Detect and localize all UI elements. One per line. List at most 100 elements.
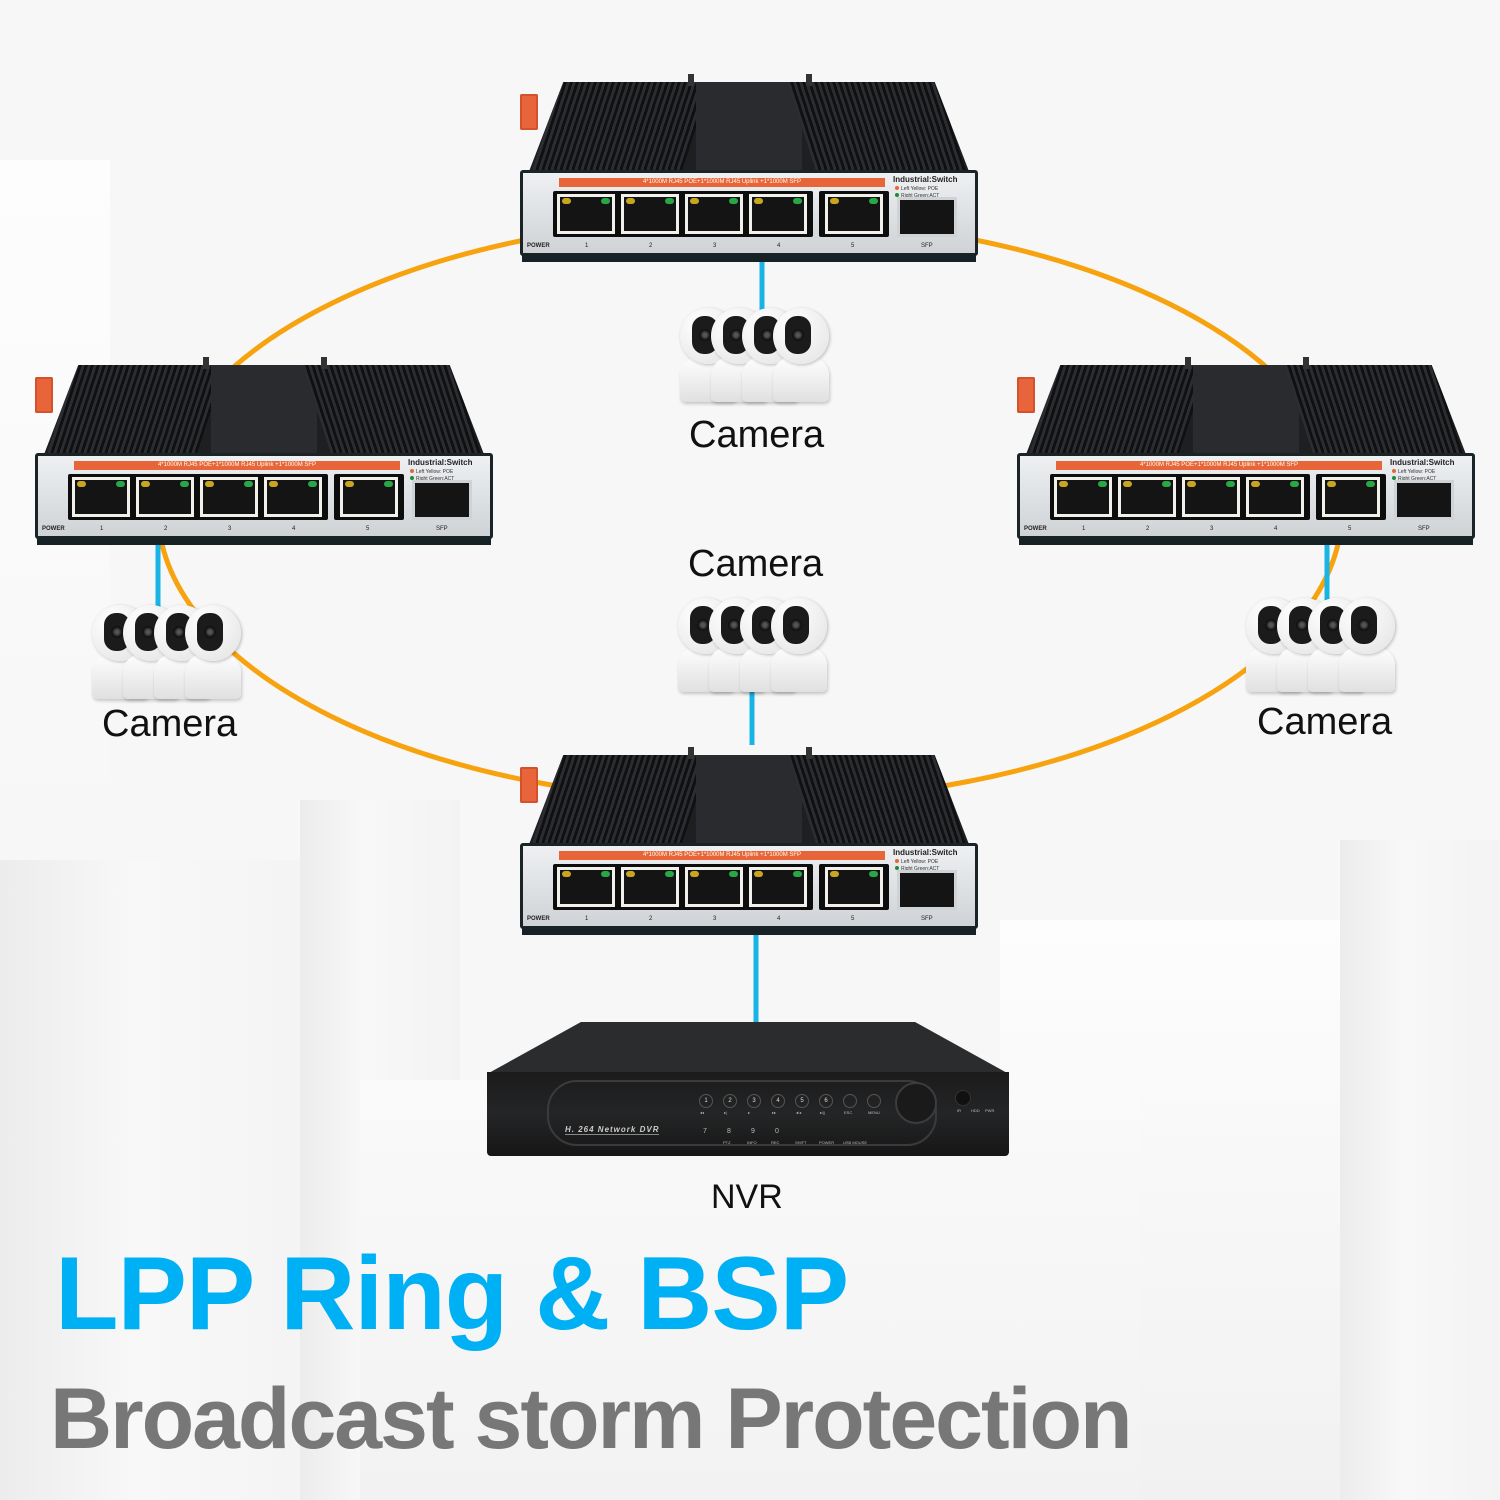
rj45-port[interactable] (1322, 477, 1380, 517)
rj45-port[interactable] (825, 867, 883, 907)
legend-text: Left Yellow: POE (416, 469, 454, 475)
rj45-port[interactable] (1246, 477, 1304, 517)
nvr-button[interactable] (843, 1094, 857, 1108)
rj45-port[interactable] (749, 194, 807, 234)
port-number: 5 (1348, 526, 1352, 532)
port-number: 3 (228, 526, 232, 532)
nvr-button[interactable]: 1 (699, 1094, 713, 1108)
sfp-port[interactable] (1394, 480, 1454, 520)
act-led (1366, 481, 1375, 487)
nvr-button-label: MENU (868, 1110, 880, 1115)
sfp-port[interactable] (412, 480, 472, 520)
port-number: 3 (713, 243, 717, 249)
heatsink-fins (787, 82, 968, 174)
port-socket (75, 480, 127, 514)
rj45-port[interactable] (72, 477, 130, 517)
rj45-port[interactable] (1054, 477, 1112, 517)
act-led (308, 481, 317, 487)
rj45-port[interactable] (749, 867, 807, 907)
camera-label: Camera (1257, 701, 1393, 743)
rj45-port[interactable] (264, 477, 322, 517)
poe-led (562, 871, 571, 877)
legend-text: Left Yellow: POE (1398, 469, 1436, 475)
sfp-port[interactable] (897, 197, 957, 237)
port-socket (1057, 480, 1109, 514)
sfp-port[interactable] (897, 870, 957, 910)
brand-label: Industrial:Switch (893, 175, 958, 184)
rj45-port[interactable] (685, 194, 743, 234)
port-number: 3 (713, 916, 717, 922)
nvr-key-label: REC (771, 1140, 780, 1145)
center-plate (210, 365, 318, 457)
rj45-port[interactable] (685, 867, 743, 907)
nvr-button[interactable]: 4 (771, 1094, 785, 1108)
port-socket (1185, 480, 1237, 514)
switch-heatsink (43, 365, 485, 457)
nvr-button[interactable] (867, 1094, 881, 1108)
act-led (1290, 481, 1299, 487)
rj45-port[interactable] (200, 477, 258, 517)
port-number: 1 (585, 243, 589, 249)
switch-base (37, 537, 491, 545)
poe-led (345, 481, 354, 487)
nvr-button-label: ◂◂ (700, 1110, 705, 1115)
act-led (793, 871, 802, 877)
rj45-port[interactable] (557, 194, 615, 234)
port-socket (1249, 480, 1301, 514)
led-legend-act: Right Green:ACT (895, 193, 939, 199)
switch-bottom: 4*1000M RJ45 POE+1*1000M RJ45 Uplink +1*… (520, 743, 978, 935)
nvr-indicator: HDD (971, 1108, 980, 1113)
poe-led (754, 198, 763, 204)
rj45-port[interactable] (1118, 477, 1176, 517)
camera-lens-panel (785, 316, 811, 354)
nvr-key[interactable]: 9 (751, 1128, 755, 1135)
legend-text: Right Green:ACT (416, 476, 455, 482)
heatsink-fins (302, 365, 483, 457)
rj45-port[interactable] (825, 194, 883, 234)
power-label: POWER (1024, 526, 1047, 532)
nvr-button[interactable]: 5 (795, 1094, 809, 1108)
power-terminal-block (1017, 377, 1035, 413)
nvr-key[interactable]: 8 (727, 1128, 731, 1135)
din-rail-clip (688, 74, 694, 86)
act-led (869, 871, 878, 877)
led-legend-act: Right Green:ACT (410, 476, 454, 482)
nvr-button[interactable]: 3 (747, 1094, 761, 1108)
nvr-brand: H. 264 Network DVR (565, 1125, 660, 1135)
nvr-button[interactable]: 2 (723, 1094, 737, 1108)
camera-lens (1265, 619, 1277, 631)
port-socket (139, 480, 191, 514)
nvr-key-label: USB MOUSE (843, 1140, 868, 1145)
camera-icon (711, 308, 767, 404)
legend-text: Left Yellow: POE (901, 859, 939, 865)
poe-led (830, 871, 839, 877)
port-number: 4 (292, 526, 296, 532)
power-label: POWER (527, 243, 550, 249)
port-number: 1 (585, 916, 589, 922)
nvr-key[interactable]: 7 (703, 1128, 707, 1135)
rj45-port[interactable] (340, 477, 398, 517)
power-terminal-block (520, 767, 538, 803)
legend-text: Right Green:ACT (901, 866, 940, 872)
center-plate (695, 755, 803, 847)
act-led (1226, 481, 1235, 487)
rj45-port[interactable] (136, 477, 194, 517)
nvr-button-label: ▸| (724, 1110, 728, 1115)
poe-port-block (68, 474, 328, 520)
nvr-jog-dial (895, 1082, 937, 1124)
camera-lens (142, 626, 154, 638)
nvr-button[interactable]: 6 (819, 1094, 833, 1108)
rj45-port[interactable] (621, 867, 679, 907)
port-socket (688, 197, 740, 231)
rj45-port[interactable] (1182, 477, 1240, 517)
camera-lens (730, 329, 742, 341)
rj45-port[interactable] (557, 867, 615, 907)
legend-text: Right Green:ACT (901, 193, 940, 199)
act-led (180, 481, 189, 487)
heatsink-fins (787, 755, 968, 847)
nvr-label: NVR (711, 1178, 783, 1216)
port-number: 5 (366, 526, 370, 532)
nvr-key[interactable]: 0 (775, 1128, 779, 1135)
rj45-port[interactable] (621, 194, 679, 234)
